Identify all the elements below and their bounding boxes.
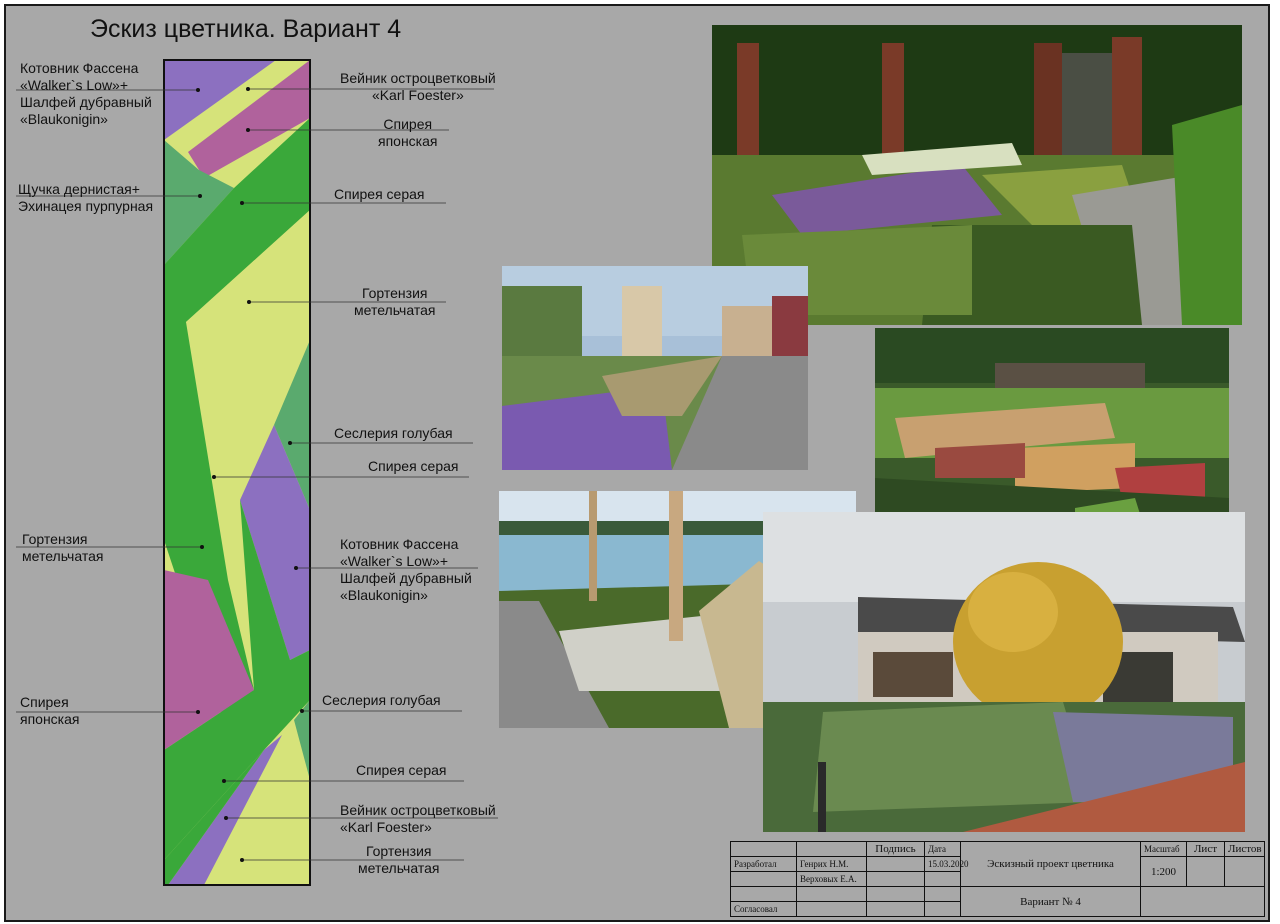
stamp-variant: Вариант № 4 <box>960 886 1141 917</box>
zone-spireya-japonskaya-top <box>188 60 310 178</box>
stamp-scale: 1:200 <box>1140 856 1187 887</box>
zone-kotovnik-top <box>164 60 276 140</box>
zone-spireya-japonskaya-left <box>164 570 254 750</box>
stamp-date: 15.03.2020 <box>924 856 969 872</box>
zone-veinik-bottom <box>168 735 282 885</box>
zone-spireya-seraya-band1 <box>164 118 310 720</box>
stamp-data-header: Дата <box>924 841 961 857</box>
stamp-podpis: Подпись <box>866 841 925 857</box>
stamp-list: Лист <box>1186 841 1225 857</box>
label-shchuchka: Щучка дернистая+Эхинацея пурпурная <box>18 181 154 214</box>
label-spireya-seraya-1: Спирея серая <box>334 186 425 202</box>
label-spireya-seraya-2: Спирея серая <box>368 458 459 474</box>
page-title: Эскиз цветника. Вариант 4 <box>90 15 402 43</box>
stamp-soglasoval: Согласовал <box>730 901 797 917</box>
label-sesleriya-1: Сеслерия голубая <box>334 425 453 441</box>
label-veinik-bottom: Вейник остроцветковый«Karl Foester» <box>340 802 496 835</box>
zone-gortenziya-r1 <box>186 210 310 432</box>
label-sesleriya-2: Сеслерия голубая <box>322 692 441 708</box>
zone-kotovnik-mid <box>240 425 310 660</box>
label-veinik-top: Вейник остроцветковый«Karl Foester» <box>340 70 496 103</box>
zone-sesleriya-2 <box>294 700 310 780</box>
label-kotovnik-top: Котовник Фассена«Walker`s Low»+ Шалфей д… <box>20 60 152 127</box>
zone-spireya-seraya-band2 <box>164 500 310 860</box>
label-spireya-seraya-3: Спирея серая <box>356 762 447 778</box>
stamp-razrabotal: Разработал <box>730 856 797 872</box>
stamp-author2: Верховых Е.А. <box>796 871 867 887</box>
zone-spireya-seraya-band3 <box>164 750 264 885</box>
stamp-author1: Генрих Н.М. <box>796 856 867 872</box>
title-block: Подпись Дата Эскизный проект цветника Ма… <box>730 841 1265 917</box>
label-kotovnik-mid: Котовник Фассена«Walker`s Low»+ Шалфей д… <box>340 536 472 603</box>
stamp-listov: Листов <box>1224 841 1265 857</box>
photo-street-lavender <box>502 266 808 470</box>
stamp-masshtab: Масштаб <box>1140 841 1187 857</box>
zone-sesleriya-1 <box>274 340 310 510</box>
photo-house-yellow-tree <box>763 512 1245 832</box>
stamp-project: Эскизный проект цветника <box>960 841 1141 887</box>
zone-shchuchka <box>164 140 234 265</box>
flowerbed-plan <box>163 59 311 886</box>
